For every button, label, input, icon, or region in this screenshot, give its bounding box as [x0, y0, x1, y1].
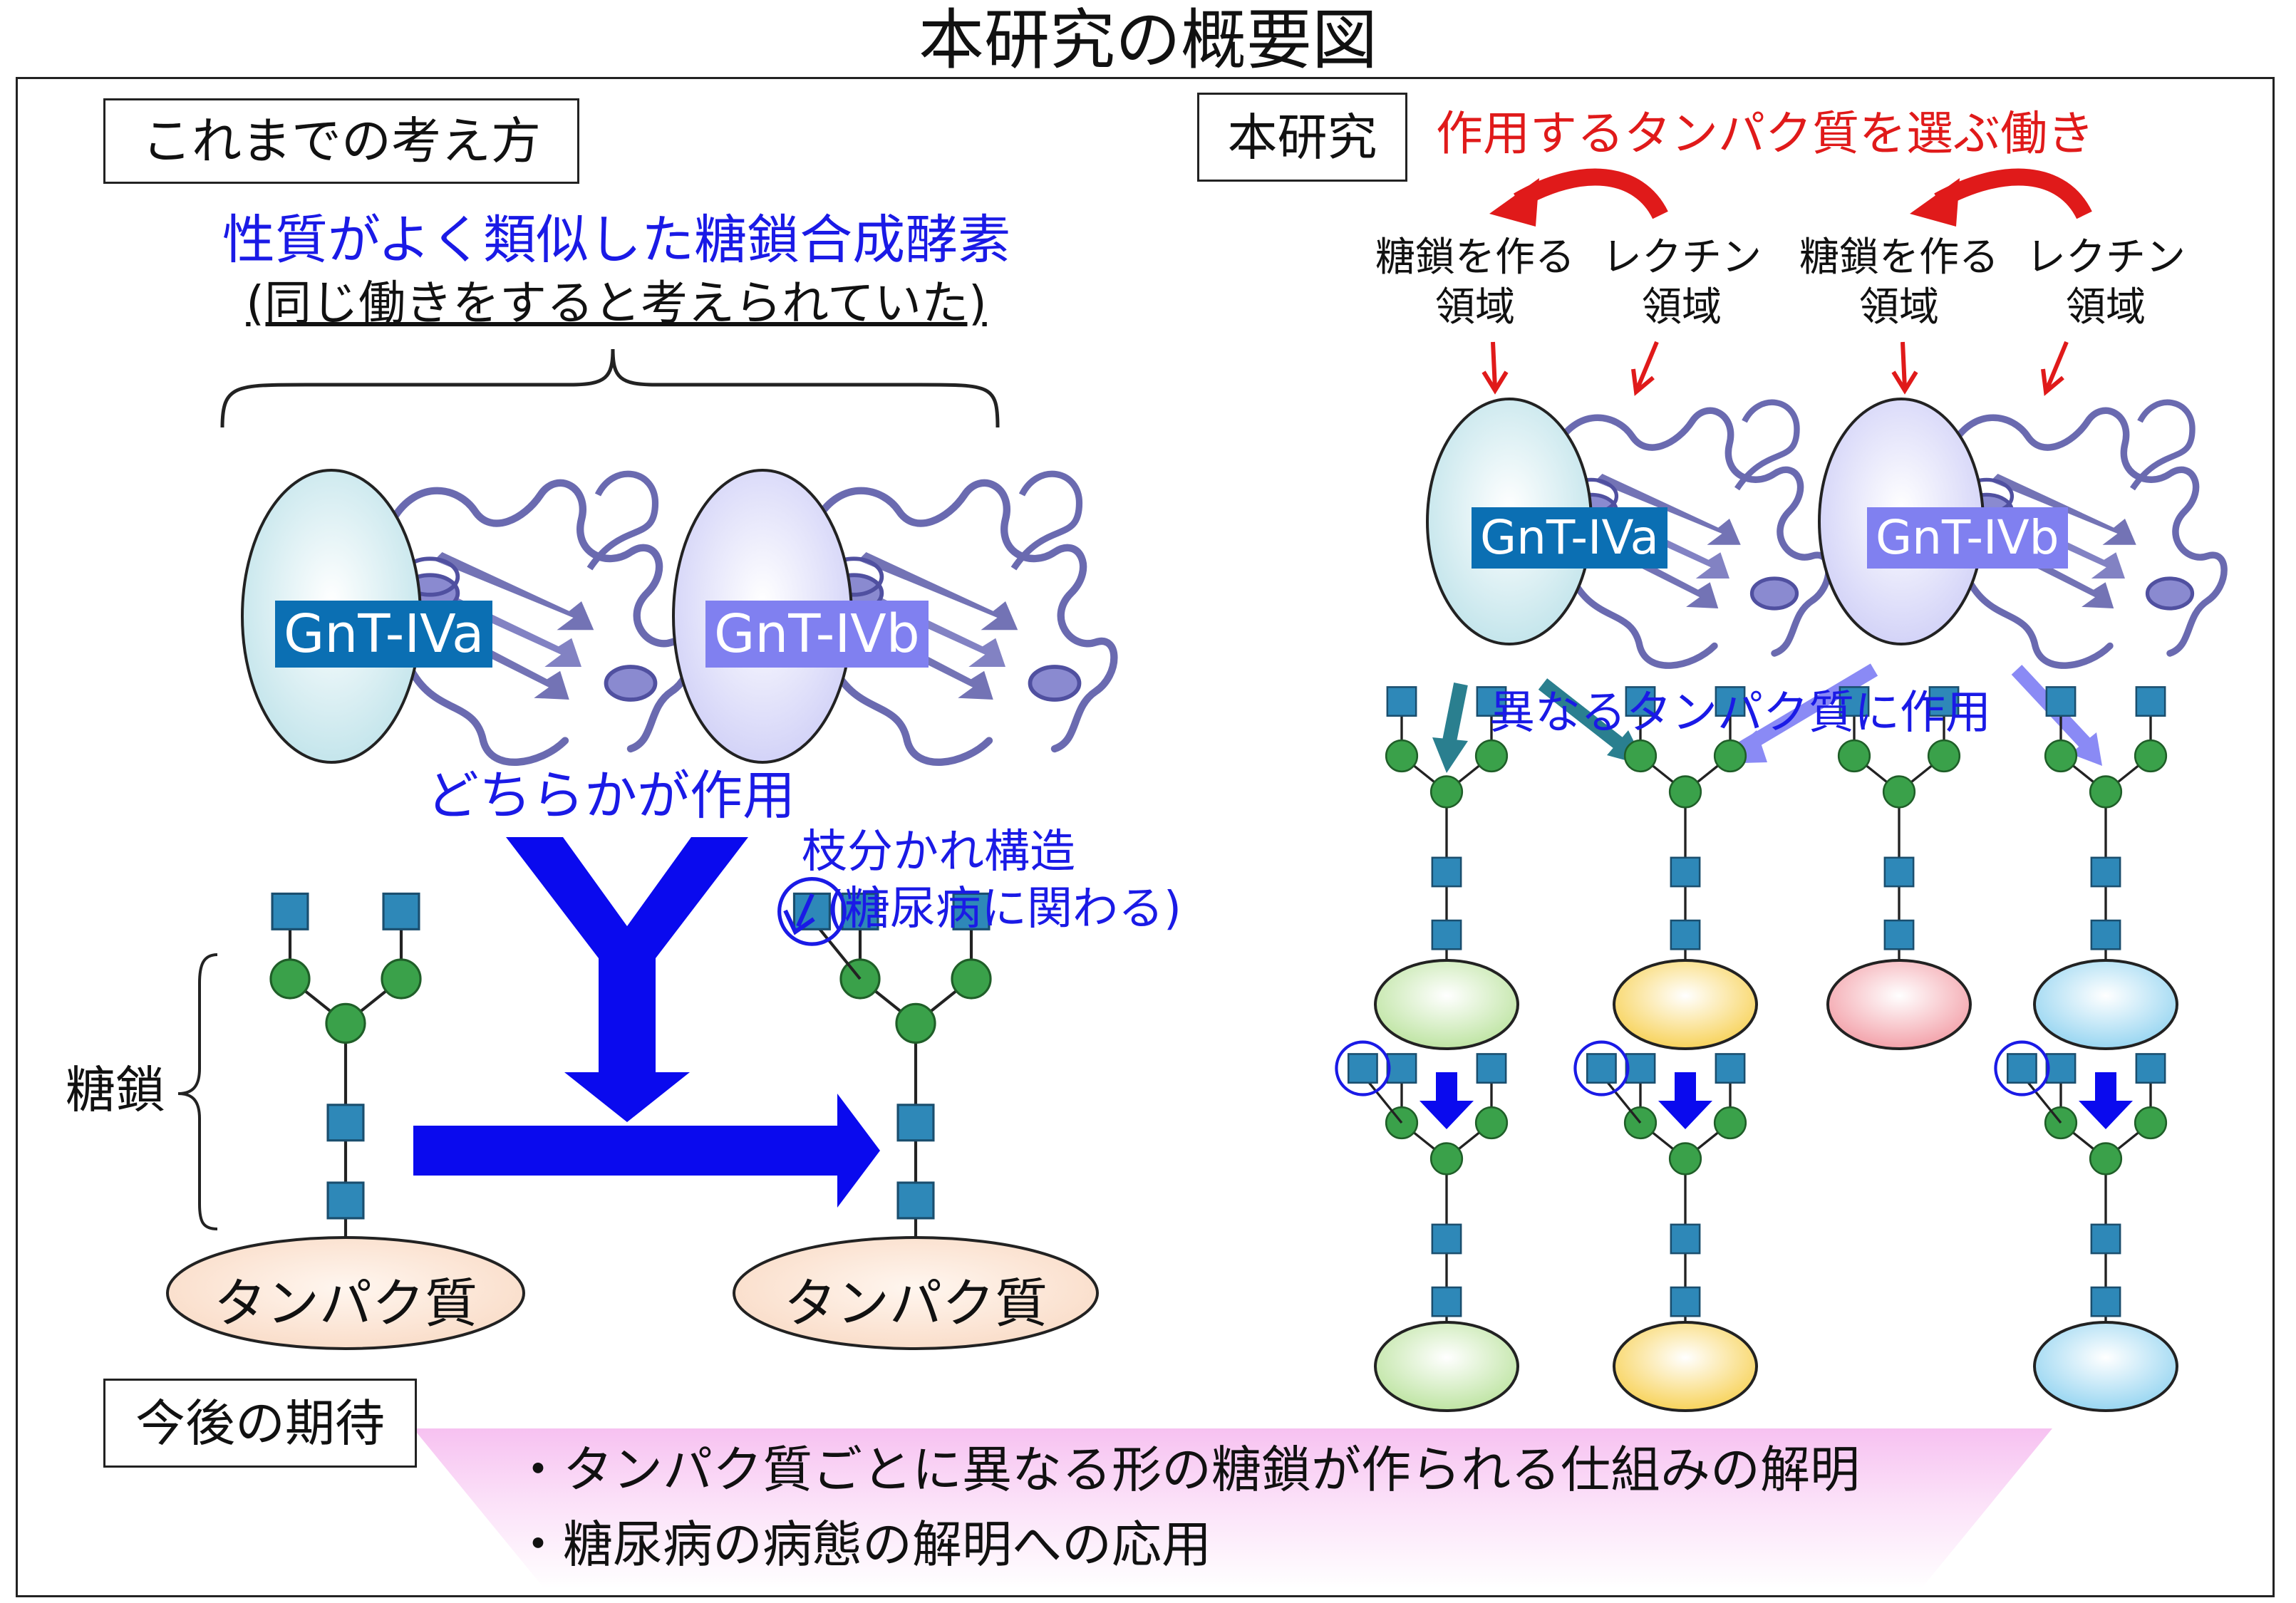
result-arrows: [1420, 1072, 2133, 1129]
enzyme-b-left-label: GnT-IVb: [705, 601, 929, 668]
either-acts-arrow: [413, 837, 880, 1208]
domain-b-glycan-line1: 糖鎖を作る: [1799, 234, 1999, 281]
domain-a-glycan-line2: 領域: [1435, 284, 1515, 331]
enzyme-a-right-label: GnT-IVa: [1472, 507, 1667, 569]
domain-a-lectin-line2: 領域: [1642, 284, 1722, 331]
enzyme-a-left-label: GnT-IVa: [275, 601, 493, 668]
future-bullet-1: ・タンパク質ごとに異なる形の糖鎖が作られる仕組みの解明: [513, 1441, 1860, 1499]
domain-a-lectin-line1: レクチン: [1602, 234, 1762, 281]
domain-b-glycan-line2: 領域: [1859, 284, 1939, 331]
selection-arrows: [1489, 168, 2092, 227]
glycan-row-bottom: [1336, 1042, 2178, 1412]
current-heading: 本研究: [1197, 93, 1407, 182]
domain-pointer-arrows: [1481, 341, 2069, 396]
domain-a-glycan-line1: 糖鎖を作る: [1375, 234, 1575, 281]
branch-title: 枝分かれ構造: [802, 826, 1075, 878]
domain-b-lectin-line1: レクチン: [2026, 234, 2186, 281]
selective-action-arrows: [1432, 663, 2102, 773]
page-title: 本研究の概要図: [918, 2, 1377, 78]
content-frame: [16, 77, 2275, 1597]
glycan-right: [733, 879, 1099, 1350]
glycan-tree-icon: [271, 893, 420, 1238]
glycan-tree-icon: [841, 893, 991, 1238]
glycan-brace: [177, 953, 218, 1230]
future-heading: 今後の期待: [103, 1379, 417, 1468]
future-bullet-2: ・糖尿病の病態の解明への応用: [513, 1515, 1211, 1574]
enzyme-b-right-label: GnT-IVb: [1867, 507, 2068, 569]
enzymes-note: (同じ働きをすると考えられていた): [246, 276, 987, 331]
branch-pointer-arrow: [783, 893, 815, 935]
previous-heading: これまでの考え方: [103, 98, 579, 184]
branch-note: (糖尿病に関わる): [827, 883, 1181, 935]
glycan-row-top: [1374, 685, 2178, 1050]
either-acts-text: どちらかが作用: [426, 765, 795, 826]
enzymes-title: 性質がよく類似した糖鎖合成酵素: [222, 209, 1011, 271]
different-proteins-text: 異なるタンパク質に作用: [1489, 687, 1991, 740]
future-highlight-band: [413, 1428, 2052, 1589]
protein-right-label: タンパク質: [784, 1273, 1048, 1334]
glycan-left: [166, 893, 525, 1350]
domain-b-lectin-line2: 領域: [2066, 284, 2146, 331]
protein-left-label: タンパク質: [214, 1273, 477, 1334]
glycan-label: 糖鎖: [66, 1061, 165, 1119]
selection-title: 作用するタンパク質を選ぶ働き: [1436, 106, 2094, 161]
enzymes-brace: [220, 348, 1000, 428]
